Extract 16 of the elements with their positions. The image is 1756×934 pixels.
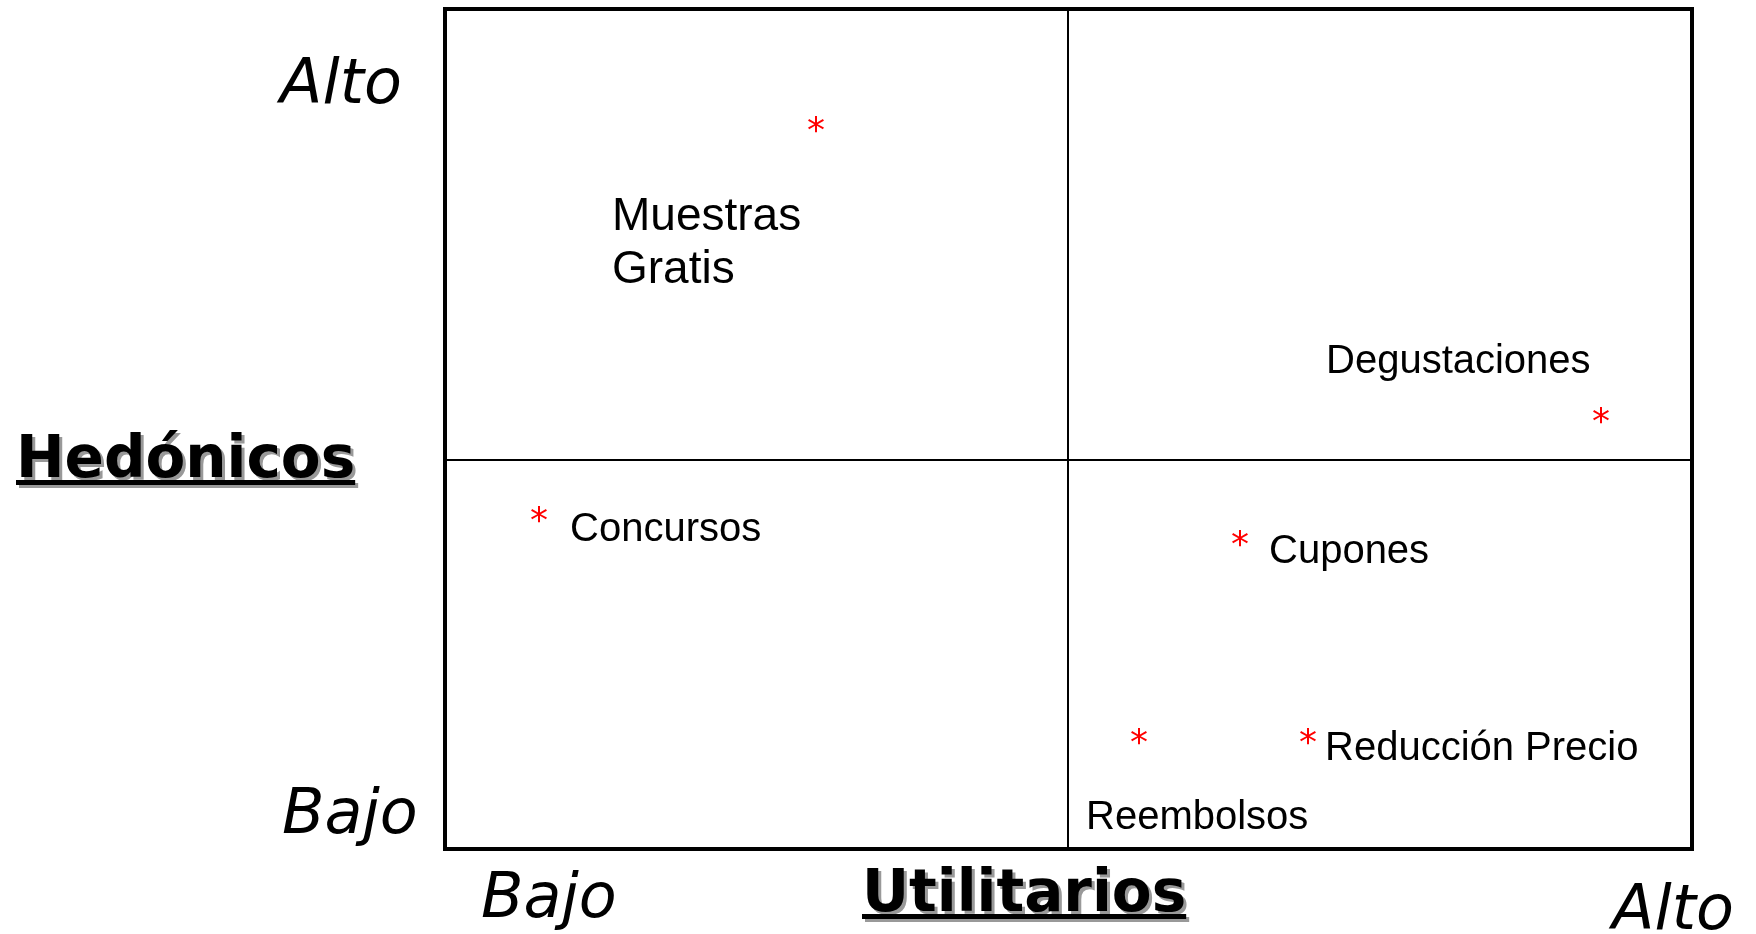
data-point-marker: * [1130,724,1148,760]
point-label: Degustaciones [1326,336,1591,382]
point-label: Cupones [1269,526,1430,572]
point-label: Reducción Precio [1325,723,1639,769]
data-point-marker: * [1299,724,1317,760]
axis-title: Hedónicos [16,424,356,491]
axis-title: Utilitarios [862,858,1187,925]
data-point-marker: * [1231,526,1249,562]
point-label: Reembolsos [1086,792,1309,838]
data-point-marker: * [807,112,825,148]
data-point-marker: * [530,502,548,538]
data-point-marker: * [1592,403,1610,439]
point-label: Concursos [570,504,762,550]
point-label: Muestras Gratis [612,188,803,294]
axis-level-label: Bajo [282,776,418,848]
axis-level-label: Bajo [481,860,617,932]
